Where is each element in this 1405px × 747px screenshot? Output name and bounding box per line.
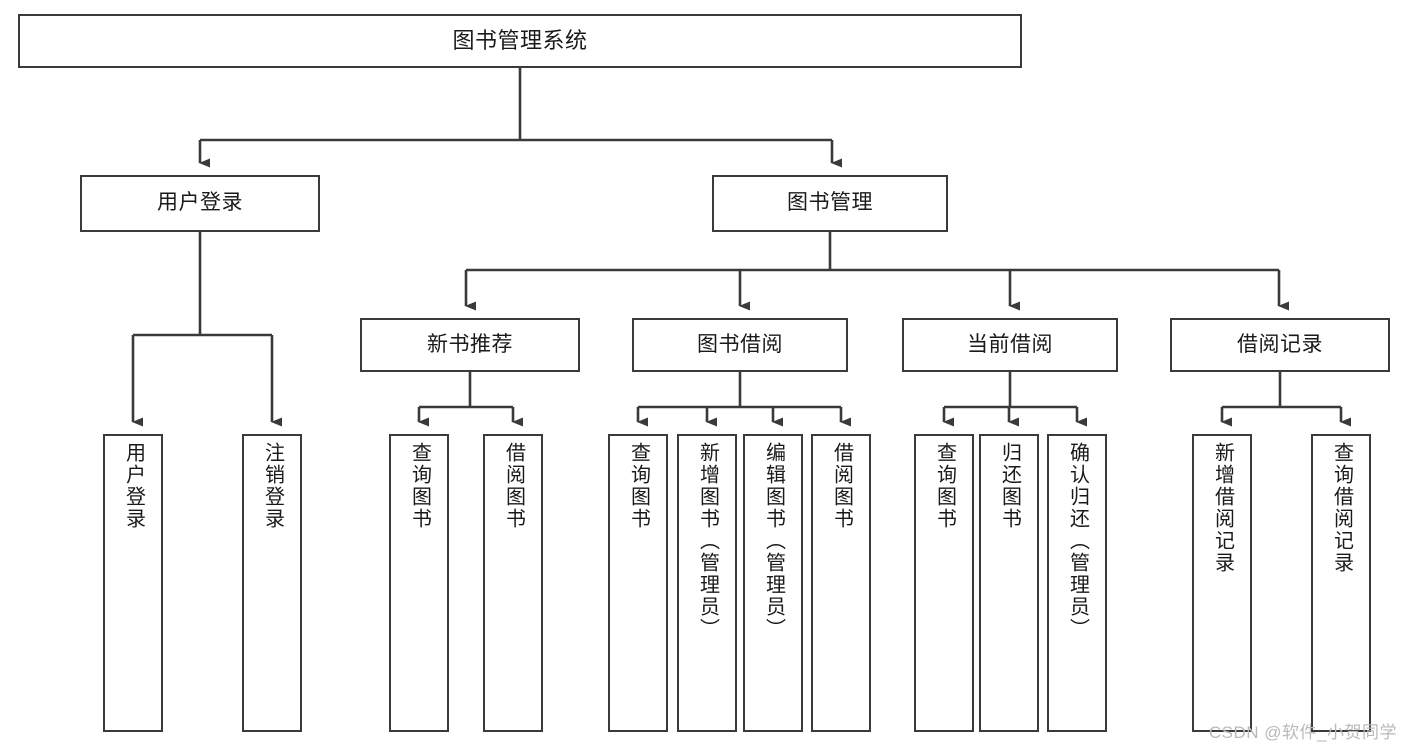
node-root-system[interactable]: 图书管理系统	[18, 14, 1022, 68]
node-borrow-record[interactable]: 借阅记录	[1170, 318, 1390, 372]
node-leaf-query-book-2[interactable]: 查询图书	[608, 434, 668, 732]
node-label: 用户登录	[157, 191, 243, 215]
node-label: 编辑图书（管理员）	[762, 442, 785, 640]
node-book-borrow[interactable]: 图书借阅	[632, 318, 848, 372]
node-leaf-add-book[interactable]: 新增图书（管理员）	[677, 434, 737, 732]
node-leaf-borrow-book-1[interactable]: 借阅图书	[483, 434, 543, 732]
node-label: 查询借阅记录	[1330, 442, 1353, 574]
node-leaf-edit-book[interactable]: 编辑图书（管理员）	[743, 434, 803, 732]
node-label: 借阅图书	[502, 442, 525, 530]
node-label: 图书借阅	[697, 332, 783, 356]
node-label: 新书推荐	[427, 332, 513, 356]
node-label: 图书管理系统	[452, 28, 588, 54]
node-leaf-return-book[interactable]: 归还图书	[979, 434, 1039, 732]
node-leaf-query-book-3[interactable]: 查询图书	[914, 434, 974, 732]
node-leaf-user-login[interactable]: 用户登录	[103, 434, 163, 732]
node-leaf-borrow-book-2[interactable]: 借阅图书	[811, 434, 871, 732]
node-label: 借阅记录	[1237, 332, 1323, 356]
node-leaf-logout[interactable]: 注销登录	[242, 434, 302, 732]
watermark: CSDN @软件_小贺同学	[1208, 723, 1397, 742]
node-leaf-query-book-1[interactable]: 查询图书	[389, 434, 449, 732]
node-leaf-query-record[interactable]: 查询借阅记录	[1311, 434, 1371, 732]
node-label: 新增图书（管理员）	[696, 442, 719, 640]
node-label: 查询图书	[933, 442, 956, 530]
node-label: 当前借阅	[967, 332, 1053, 356]
node-label: 归还图书	[998, 442, 1021, 530]
node-leaf-add-record[interactable]: 新增借阅记录	[1192, 434, 1252, 732]
node-label: 确认归还（管理员）	[1066, 442, 1089, 640]
node-label: 查询图书	[408, 442, 431, 530]
node-label: 新增借阅记录	[1211, 442, 1234, 574]
node-label: 借阅图书	[830, 442, 853, 530]
node-new-book-rec[interactable]: 新书推荐	[360, 318, 580, 372]
node-book-manage[interactable]: 图书管理	[712, 175, 948, 232]
node-current-borrow[interactable]: 当前借阅	[902, 318, 1118, 372]
node-label: 图书管理	[787, 191, 873, 215]
node-label: 注销登录	[261, 442, 284, 530]
node-user-login[interactable]: 用户登录	[80, 175, 320, 232]
node-label: 查询图书	[627, 442, 650, 530]
node-leaf-confirm-return[interactable]: 确认归还（管理员）	[1047, 434, 1107, 732]
node-label: 用户登录	[122, 442, 145, 530]
